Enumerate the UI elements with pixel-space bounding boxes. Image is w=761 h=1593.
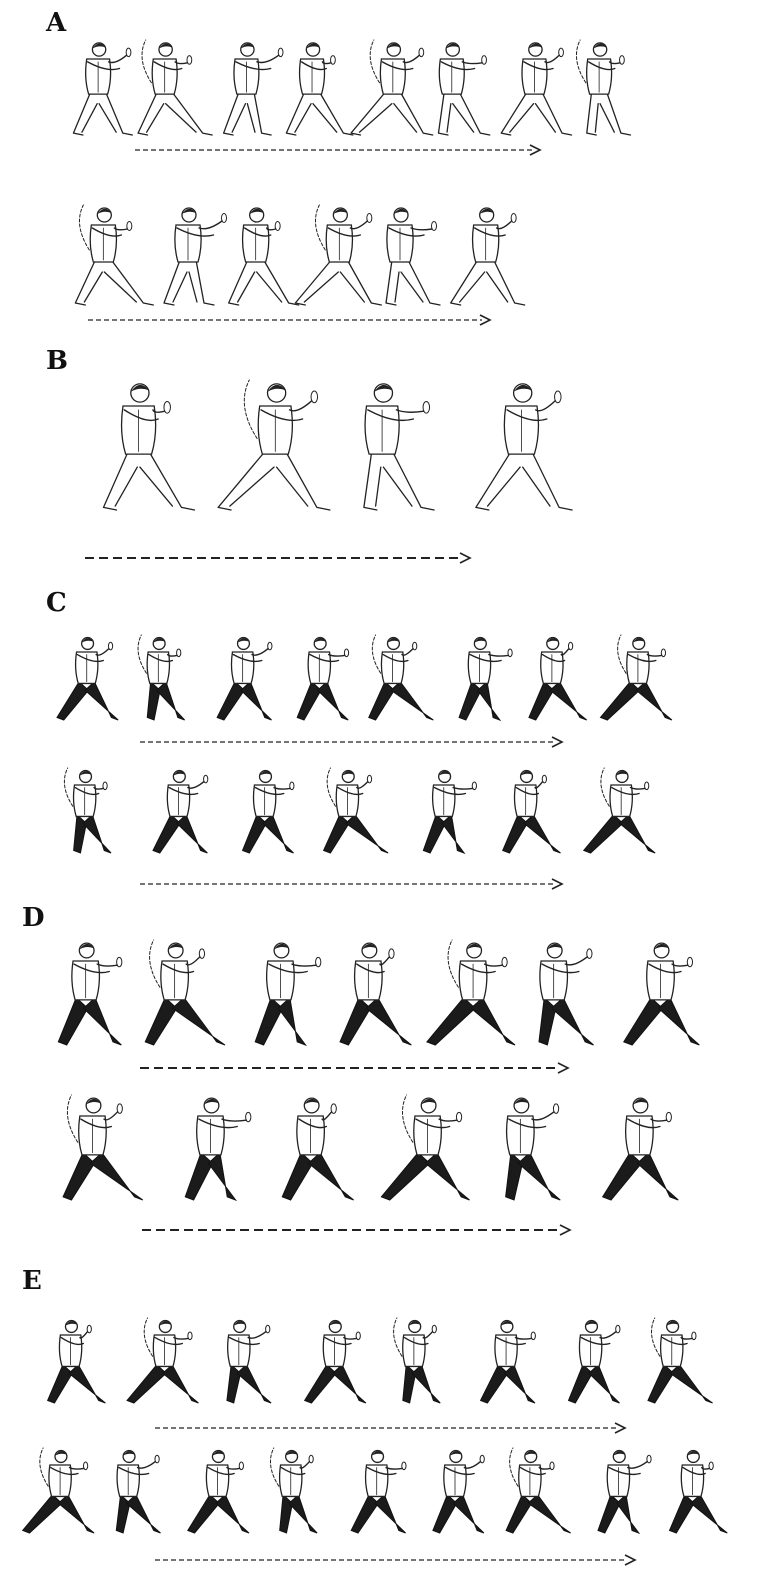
figure-4-1-2	[188, 1451, 249, 1533]
figure-4-1-6	[506, 1448, 571, 1533]
figure-4-1-4	[351, 1451, 406, 1533]
figure-4-1-7	[598, 1451, 651, 1533]
figure-4-1-1	[116, 1451, 160, 1533]
figure-4-1-3	[270, 1448, 317, 1533]
figure-4-1-8	[670, 1451, 728, 1533]
motion-arrow-E-2	[155, 1555, 635, 1565]
figure-4-1-5	[433, 1451, 484, 1533]
figure-4-1-0	[23, 1448, 94, 1533]
